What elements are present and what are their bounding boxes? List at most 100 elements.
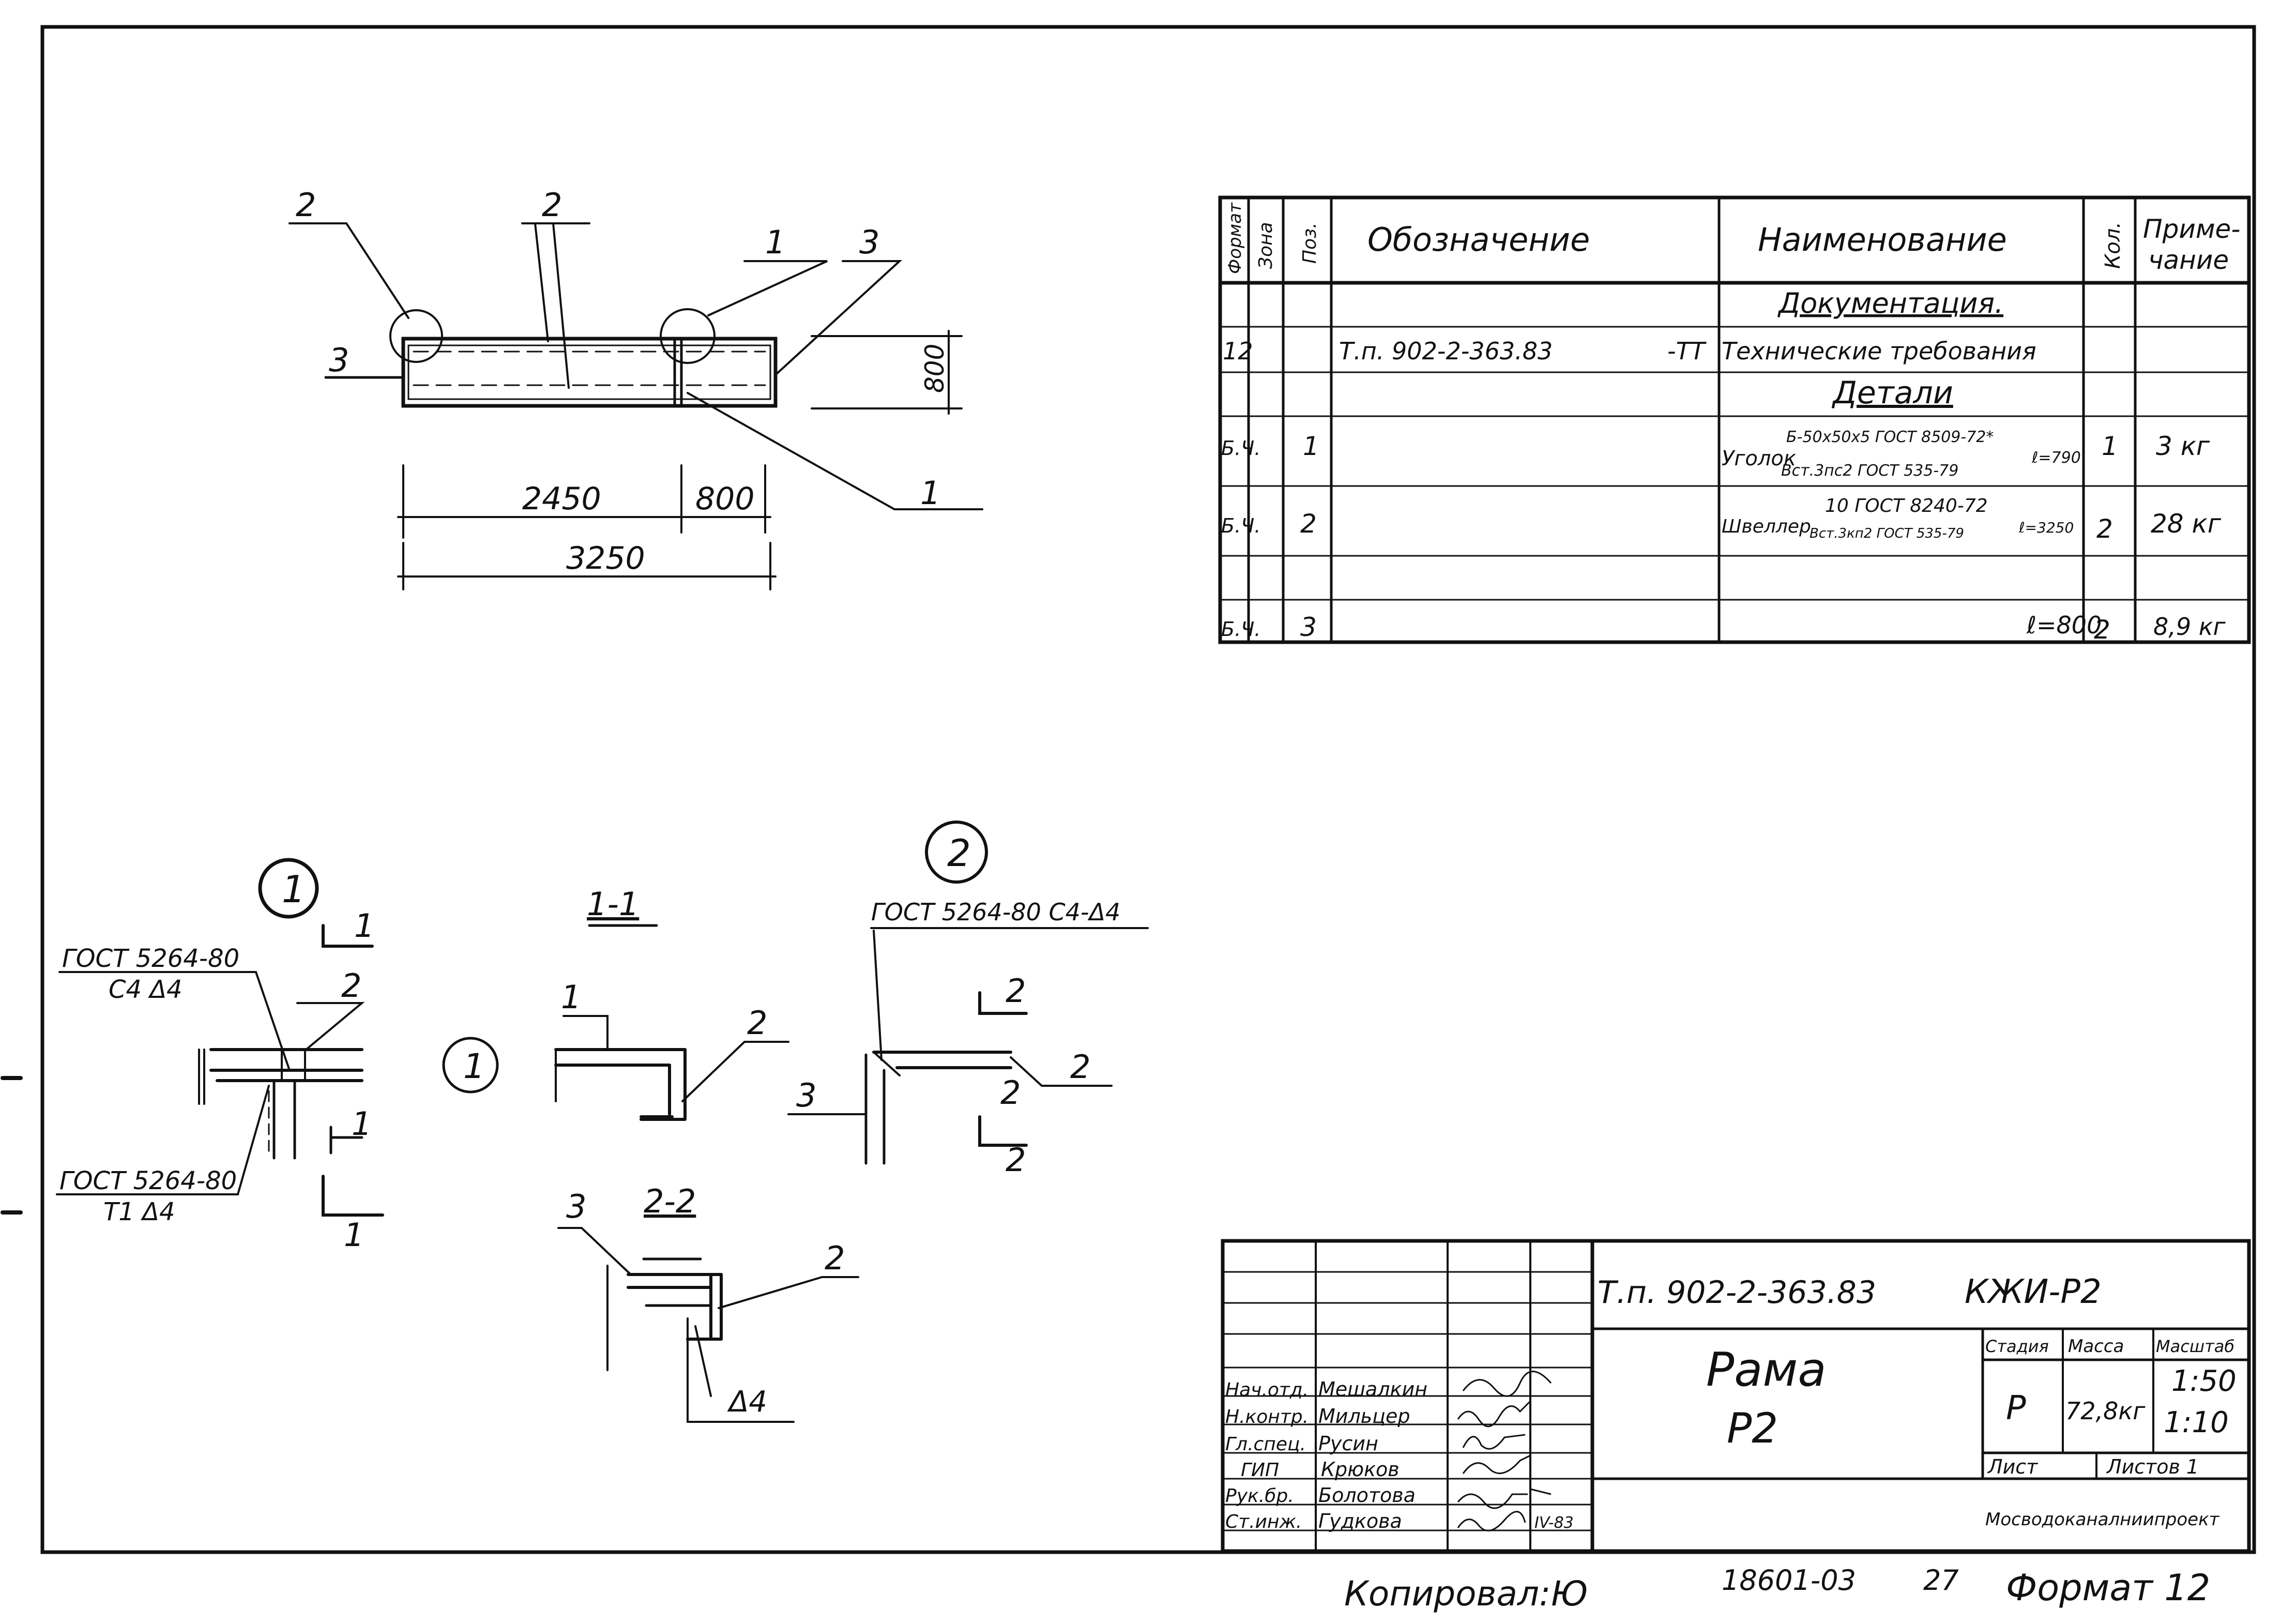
section22-label-3: 3: [566, 1188, 586, 1225]
node2-cut-bottom: 2: [1006, 1141, 1026, 1179]
dim-800: 800: [695, 481, 755, 517]
signatures: [1457, 1371, 1552, 1531]
row2-pos: 2: [1300, 509, 1317, 539]
row2-note: 28 кг: [2151, 509, 2222, 539]
staff-name-6: Гудкова: [1318, 1510, 1402, 1532]
sheet-frame: [40, 25, 2256, 1554]
tb-scale-h: Масштаб: [2156, 1337, 2234, 1356]
node1-cut-bottom: 1: [344, 1216, 364, 1254]
footer-copied: Копировал:: [1344, 1574, 1550, 1614]
section-2-2-drawing: [557, 1227, 859, 1423]
plan-label-2-left: 2: [296, 186, 316, 224]
row3-format: Б.Ч.: [1221, 618, 1260, 641]
row2-qty: 2: [2096, 514, 2113, 544]
spec-table-grid: [1218, 195, 2251, 644]
row2-name-bottom: Вст.3кп2 ГОСТ 535-79: [1810, 526, 1964, 541]
doc-row-format: 12: [1223, 337, 1253, 365]
plan-view: [288, 222, 983, 590]
footer-format: Формат 12: [2006, 1567, 2210, 1609]
doc-row-name: Технические требования: [1722, 337, 2036, 365]
row3-pos: 3: [1300, 612, 1317, 642]
row1-name-top: Б-50х50х5 ГОСТ 8509-72*: [1786, 428, 1994, 446]
row3-name-len: ℓ=800: [2026, 611, 2102, 639]
staff-role-4: ГИП: [1241, 1460, 1279, 1481]
detail-circle-2: [389, 309, 443, 363]
dim-3250: 3250: [566, 540, 645, 576]
node1-gost-bot-2: Т1 Δ4: [103, 1197, 175, 1226]
node1-gost-top-2: С4 Δ4: [109, 975, 183, 1004]
plan-label-3-left: 3: [329, 341, 349, 379]
staff-name-4: Крюков: [1321, 1458, 1400, 1481]
staff-name-5: Болотова: [1318, 1484, 1416, 1507]
node1-circle-label: 1: [282, 868, 306, 911]
section22-weld: Δ4: [727, 1385, 767, 1419]
node1-gost-bot-1: ГОСТ 5264-80: [59, 1166, 237, 1195]
section11-label-2: 2: [747, 1004, 767, 1042]
tb-code: Т.п. 902-2-363.83: [1598, 1274, 1876, 1311]
staff-date-6: IV-83: [1534, 1514, 1574, 1532]
tb-mass-h: Масса: [2068, 1336, 2124, 1357]
node1-gost-top-1: ГОСТ 5264-80: [62, 944, 239, 973]
node2-cut-top: 2: [1006, 972, 1026, 1010]
footer-inv: 18601-03: [1722, 1564, 1856, 1597]
doc-row-designation: Т.п. 902-2-363.83: [1339, 337, 1553, 365]
node1-label-2: 2: [341, 967, 361, 1005]
tb-sheet-code: КЖИ-Р2: [1965, 1273, 2102, 1311]
hdr-note-2: чание: [2148, 245, 2229, 275]
staff-role-3: Гл.спец.: [1225, 1434, 1306, 1455]
row2-name-len: ℓ=3250: [2018, 519, 2074, 536]
row1-format: Б.Ч.: [1221, 437, 1260, 460]
node-2-circle: [925, 821, 988, 884]
hdr-qty: Кол.: [2101, 222, 2125, 269]
row1-name-main: Уголок: [1722, 447, 1796, 470]
staff-role-1: Нач.отд.: [1225, 1379, 1309, 1401]
tb-stage: Р: [2006, 1389, 2026, 1428]
row1-name-len: ℓ=790: [2031, 449, 2081, 467]
section-parts: Детали: [1831, 375, 1953, 411]
staff-name-3: Русин: [1318, 1432, 1378, 1455]
node2-gost: ГОСТ 5264-80 С4-Δ4: [871, 898, 1120, 926]
node2-label-2: 2: [1070, 1048, 1090, 1086]
node2-circle-label: 2: [947, 831, 971, 875]
row1-note: 3 кг: [2156, 431, 2210, 461]
hdr-name: Наименование: [1758, 221, 2007, 259]
node-1-marker: [442, 1037, 499, 1094]
tb-sheets-h: Листов 1: [2106, 1455, 2199, 1478]
section22-title: 2-2: [644, 1182, 696, 1220]
row1-qty: 1: [2102, 431, 2118, 461]
tb-org: Мосводоканалниипроект: [1985, 1509, 2220, 1530]
tb-title-2: Р2: [1727, 1404, 1778, 1452]
node-1-circle: [258, 858, 319, 919]
node1-cut-top: 1: [354, 907, 374, 945]
section-1-1-drawing: [554, 924, 789, 1121]
staff-role-5: Рук.бр.: [1225, 1485, 1294, 1507]
footer-num: 27: [1923, 1564, 1959, 1597]
plan-label-2-mid: 2: [542, 186, 562, 224]
section22-label-2: 2: [825, 1239, 845, 1277]
node2-label-3: 3: [796, 1076, 816, 1114]
row3-note: 8,9 кг: [2153, 613, 2226, 641]
footer-sig: Ю: [1551, 1574, 1588, 1614]
node2-cut-mid: 2: [1000, 1074, 1021, 1112]
dim-2450: 2450: [522, 481, 601, 517]
row1-name-bottom: Вст.3пс2 ГОСТ 535-79: [1781, 462, 1958, 480]
row1-pos: 1: [1303, 431, 1319, 461]
doc-row-suffix: -ТТ: [1667, 337, 1707, 365]
row3-qty: 2: [2094, 615, 2110, 645]
detail-circle-1: [660, 308, 716, 364]
tb-scale-1: 1:50: [2171, 1364, 2237, 1398]
staff-name-1: Мешалкин: [1318, 1378, 1427, 1401]
dim-800-vertical: 800: [920, 344, 950, 393]
hdr-format: Формат: [1225, 202, 1245, 274]
hdr-zone: Зона: [1255, 222, 1276, 269]
title-block-grid: [1221, 1239, 2251, 1553]
section11-title: 1-1: [587, 885, 639, 923]
tb-scale-2: 1:10: [2164, 1406, 2229, 1439]
hdr-pos: Поз.: [1299, 222, 1320, 264]
hdr-designation: Обозначение: [1367, 221, 1590, 259]
staff-role-6: Ст.инж.: [1225, 1511, 1302, 1532]
plan-label-1-top: 1: [765, 223, 785, 261]
hdr-note-1: Приме-: [2143, 214, 2240, 244]
staff-role-2: Н.контр.: [1225, 1406, 1309, 1428]
